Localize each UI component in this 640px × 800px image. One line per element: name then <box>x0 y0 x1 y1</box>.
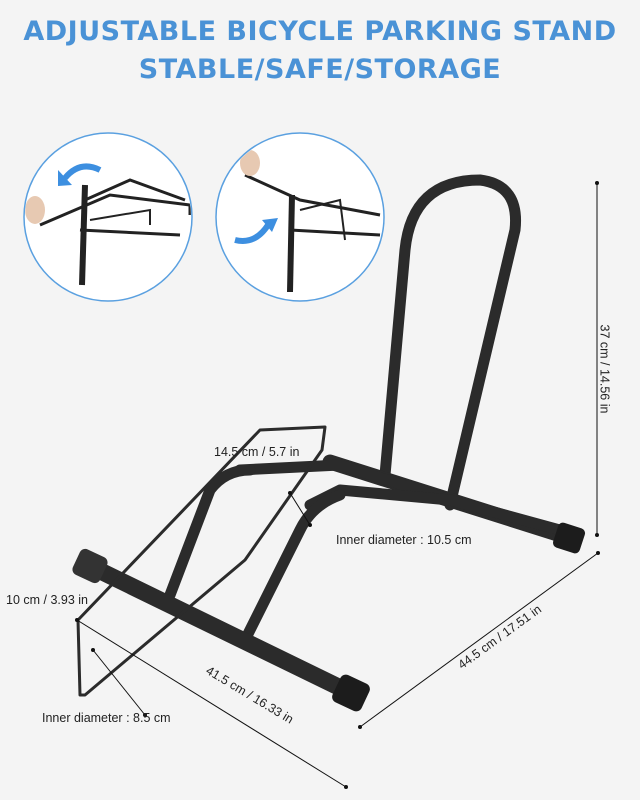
height-dimension-label: 37 cm / 14.56 in <box>597 324 612 414</box>
inner-diameter-rear-label: Inner diameter : 10.5 cm <box>336 533 472 547</box>
title-line-2: STABLE/SAFE/STORAGE <box>138 54 502 85</box>
inset-fold-step-2 <box>215 132 385 302</box>
inset-fold-step-1 <box>23 132 193 302</box>
rack-width-label: 14.5 cm / 5.7 in <box>214 445 300 459</box>
dimension-lines <box>75 181 600 789</box>
inner-diameter-front-label: Inner diameter : 8.5 cm <box>42 711 171 725</box>
rotate-arrow-icon <box>234 223 271 244</box>
title-line-1: ADJUSTABLE BICYCLE PARKING STAND <box>23 16 617 47</box>
rack-gap-label: 10 cm / 3.93 in <box>6 593 88 607</box>
rotate-arrow-icon <box>62 163 102 181</box>
